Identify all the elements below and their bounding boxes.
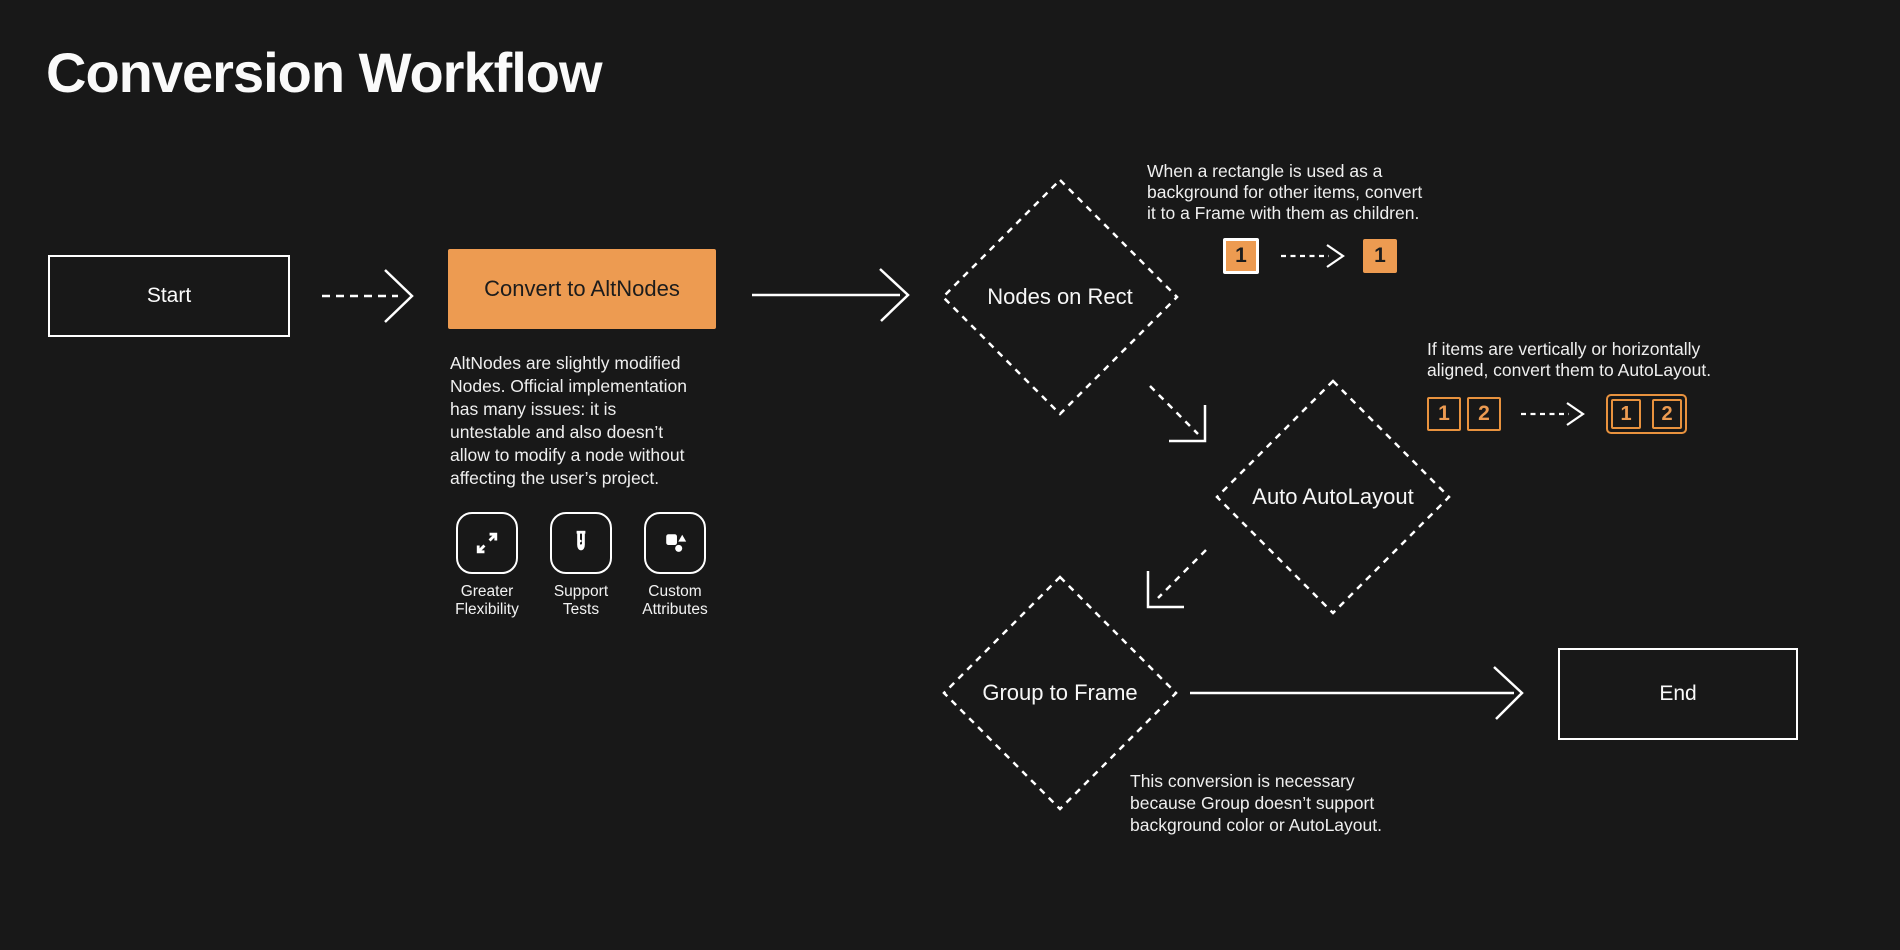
feature-greater-flexibility: Greater Flexibility	[442, 512, 532, 619]
connector-auto-to-group	[1157, 549, 1207, 599]
node-end[interactable]: End	[1558, 648, 1798, 740]
connector-nodes-on-rect-to-auto	[1149, 385, 1199, 435]
example-auto-before-chip-1: 1	[1427, 397, 1461, 431]
nodes-on-rect-note: When a rectangle is used as a background…	[1147, 161, 1423, 223]
arrowhead-auto-to-group	[1146, 571, 1184, 609]
node-auto-autolayout-shape[interactable]	[1215, 379, 1451, 615]
example-rect-after-chip: 1	[1363, 239, 1397, 273]
node-start[interactable]: Start	[48, 255, 290, 337]
feature-support-tests: Support Tests	[536, 512, 626, 619]
example-auto-after-chip-1: 1	[1611, 399, 1641, 429]
end-label: End	[1659, 682, 1697, 705]
example-auto-after-chip-2: 2	[1652, 399, 1682, 429]
node-nodes-on-rect-shape[interactable]	[941, 178, 1179, 416]
altnodes-description: AltNodes are slightly modified Nodes. Of…	[450, 353, 688, 488]
example-auto-before-chip-2: 2	[1467, 397, 1501, 431]
nodes-on-rect-example: 1 1	[1223, 238, 1397, 274]
shapes-icon	[666, 534, 687, 552]
feature-card	[644, 512, 706, 574]
feature-custom-attributes: Custom Attributes	[630, 512, 720, 619]
test-tube-icon	[576, 530, 586, 551]
node-convert-to-altnodes[interactable]: Convert to AltNodes	[448, 249, 716, 329]
example-auto-after-group: 1 2	[1606, 394, 1687, 434]
arrowhead-start-to-convert	[384, 269, 414, 323]
group-to-frame-note: This conversion is necessary because Gro…	[1130, 771, 1382, 835]
node-auto-autolayout-label: Auto AutoLayout	[1252, 484, 1414, 509]
node-nodes-on-rect-label: Nodes on Rect	[987, 284, 1133, 309]
arrowhead-group-to-end	[1493, 666, 1524, 720]
feature-label: Greater Flexibility	[455, 583, 519, 618]
mini-dashed-arrow	[1521, 402, 1585, 426]
node-group-to-frame-shape[interactable]	[942, 575, 1178, 811]
mini-dashed-arrow	[1281, 244, 1345, 268]
expand-arrows-icon	[476, 532, 498, 554]
arrowhead-convert-to-nodes-on-rect	[879, 268, 910, 322]
start-label: Start	[146, 284, 192, 307]
node-group-to-frame-label: Group to Frame	[982, 680, 1138, 705]
arrowhead-nodes-on-rect-to-auto	[1169, 405, 1207, 443]
altnodes-feature-list: Greater Flexibility Support Tests	[442, 512, 720, 619]
example-rect-before-chip: 1	[1223, 238, 1259, 274]
feature-label: Custom Attributes	[642, 583, 708, 618]
feature-card	[456, 512, 518, 574]
page-title: Conversion Workflow	[46, 41, 603, 104]
feature-label: Support Tests	[553, 583, 609, 618]
auto-autolayout-note: If items are vertically or horizontally …	[1427, 339, 1712, 380]
convert-label: Convert to AltNodes	[484, 276, 680, 301]
auto-autolayout-example: 1 2 1 2	[1427, 394, 1687, 434]
feature-card	[550, 512, 612, 574]
